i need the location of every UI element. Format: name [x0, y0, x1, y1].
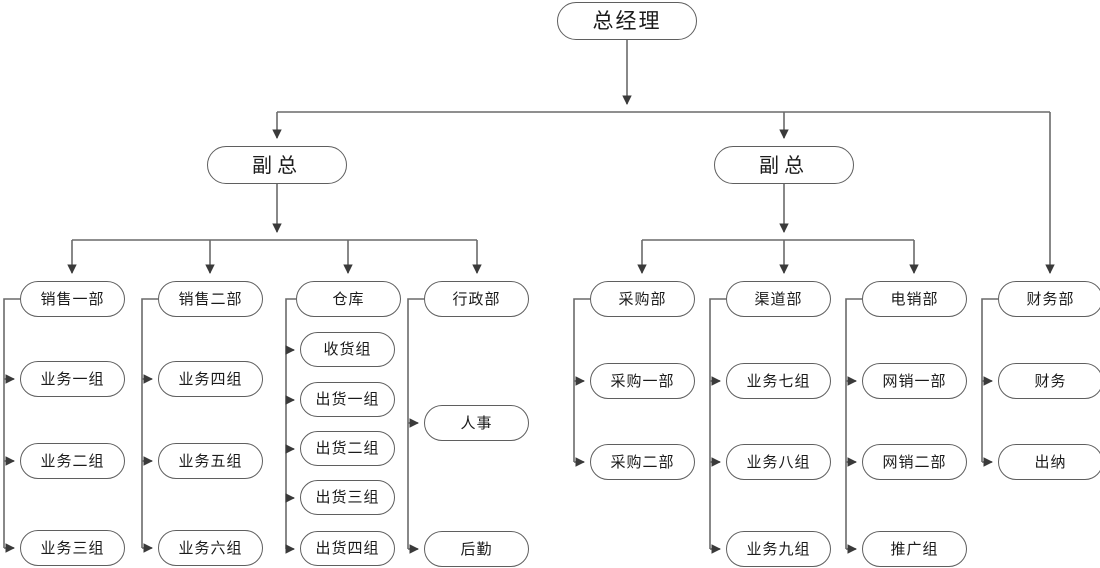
spine-channel — [709, 298, 726, 549]
team-node-t-ch-3[interactable]: 业务九组 — [726, 531, 831, 567]
node-label: 采购部 — [618, 289, 667, 308]
department-node-purchasing[interactable]: 采购部 — [590, 281, 695, 317]
team-node-t-fin-1[interactable]: 财务 — [998, 363, 1100, 399]
node-label: 业务五组 — [178, 451, 243, 470]
node-label: 业务九组 — [746, 539, 811, 558]
node-label: 财务 — [1034, 371, 1067, 390]
node-label: 业务八组 — [746, 452, 811, 471]
node-label: 业务三组 — [40, 538, 105, 557]
node-label: 副总 — [759, 153, 809, 177]
node-label: 销售一部 — [40, 289, 105, 308]
node-label: 推广组 — [890, 539, 939, 558]
team-node-t-ch-1[interactable]: 业务七组 — [726, 363, 831, 399]
node-label: 业务四组 — [178, 369, 243, 388]
team-node-t-sales1-3[interactable]: 业务三组 — [20, 530, 125, 566]
team-node-t-wh-1[interactable]: 收货组 — [300, 332, 395, 367]
node-label: 电销部 — [890, 289, 939, 308]
node-label: 出货二组 — [315, 439, 380, 457]
vp-node-vp-right[interactable]: 副总 — [714, 146, 854, 184]
team-node-t-fin-2[interactable]: 出纳 — [998, 444, 1100, 480]
node-label: 业务七组 — [746, 371, 811, 390]
node-label: 网销一部 — [882, 371, 947, 390]
node-label: 渠道部 — [754, 289, 803, 308]
team-node-t-sales1-1[interactable]: 业务一组 — [20, 361, 125, 397]
node-label: 收货组 — [323, 340, 372, 358]
node-label: 财务部 — [1026, 289, 1075, 308]
department-node-channel[interactable]: 渠道部 — [726, 281, 831, 317]
spine-warehouse — [285, 298, 296, 549]
node-label: 仓库 — [332, 289, 365, 308]
node-label: 业务一组 — [40, 369, 105, 388]
team-node-t-adm-2[interactable]: 后勤 — [424, 531, 529, 567]
team-node-t-wh-5[interactable]: 出货四组 — [300, 531, 395, 566]
team-node-t-sales2-3[interactable]: 业务六组 — [158, 530, 263, 566]
node-label: 销售二部 — [178, 289, 243, 308]
spine-finance — [981, 298, 998, 462]
node-label: 出货三组 — [315, 488, 380, 506]
node-label: 出货一组 — [315, 390, 380, 408]
department-node-sales-2[interactable]: 销售二部 — [158, 281, 263, 317]
node-label: 后勤 — [460, 539, 493, 558]
team-node-t-pur-1[interactable]: 采购一部 — [590, 363, 695, 399]
node-label: 业务二组 — [40, 451, 105, 470]
team-node-t-pur-2[interactable]: 采购二部 — [590, 444, 695, 480]
team-node-t-sales2-1[interactable]: 业务四组 — [158, 361, 263, 397]
department-node-telesales[interactable]: 电销部 — [862, 281, 967, 317]
department-node-finance[interactable]: 财务部 — [998, 281, 1100, 317]
node-label: 出纳 — [1034, 452, 1067, 471]
team-node-t-tel-1[interactable]: 网销一部 — [862, 363, 967, 399]
node-label: 业务六组 — [178, 538, 243, 557]
team-node-t-wh-3[interactable]: 出货二组 — [300, 431, 395, 466]
root-node-gm[interactable]: 总经理 — [557, 2, 697, 40]
node-label: 网销二部 — [882, 452, 947, 471]
spine-admin — [407, 298, 424, 549]
spine-sales-2 — [141, 298, 158, 548]
node-label: 行政部 — [452, 289, 501, 308]
node-label: 出货四组 — [315, 539, 380, 557]
vp-node-vp-left[interactable]: 副总 — [207, 146, 347, 184]
department-node-warehouse[interactable]: 仓库 — [296, 281, 401, 317]
team-node-t-wh-2[interactable]: 出货一组 — [300, 382, 395, 417]
department-node-admin[interactable]: 行政部 — [424, 281, 529, 317]
department-node-sales-1[interactable]: 销售一部 — [20, 281, 125, 317]
team-node-t-tel-3[interactable]: 推广组 — [862, 531, 967, 567]
team-node-t-tel-2[interactable]: 网销二部 — [862, 444, 967, 480]
spine-sales-1 — [3, 298, 20, 548]
node-label: 总经理 — [592, 8, 662, 33]
node-label: 采购二部 — [610, 452, 675, 471]
team-node-t-adm-1[interactable]: 人事 — [424, 405, 529, 441]
team-node-t-ch-2[interactable]: 业务八组 — [726, 444, 831, 480]
team-node-t-sales1-2[interactable]: 业务二组 — [20, 443, 125, 479]
node-label: 采购一部 — [610, 371, 675, 390]
node-label: 人事 — [460, 413, 493, 432]
team-node-t-sales2-2[interactable]: 业务五组 — [158, 443, 263, 479]
team-node-t-wh-4[interactable]: 出货三组 — [300, 480, 395, 515]
node-label: 副总 — [252, 153, 302, 177]
spine-telesales — [845, 298, 862, 549]
spine-purchasing — [573, 298, 590, 462]
